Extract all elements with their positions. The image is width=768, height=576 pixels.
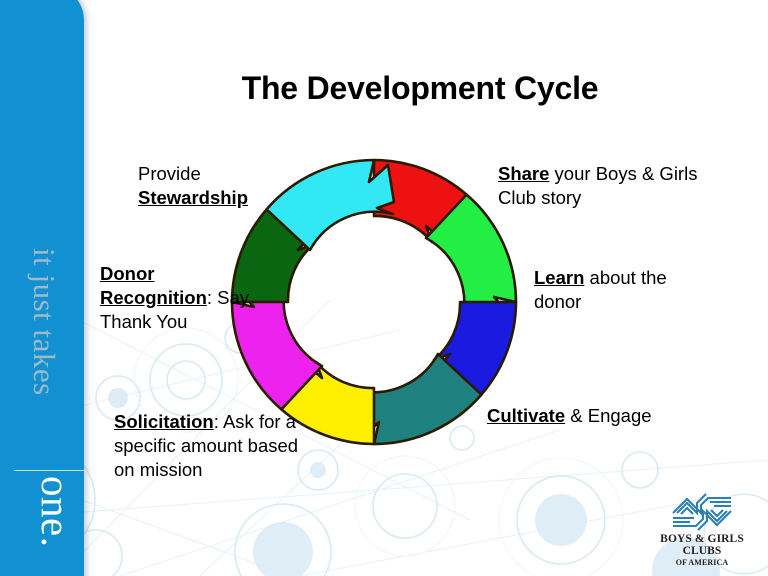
page-title: The Development Cycle — [241, 70, 599, 106]
sidebar-word-one: one. — [33, 476, 79, 548]
label-share: Share your Boys & Girls Club story — [498, 162, 698, 210]
sidebar-divider — [14, 470, 84, 471]
label-solicit-emphasis: Solicitation — [114, 411, 214, 432]
label-stewardship-prefix: Provide — [138, 163, 201, 184]
logo-line-2: OF AMERICA — [675, 558, 729, 567]
label-donor-emphasis: Donor Recognition — [100, 263, 207, 309]
label-stewardship: Provide Stewardship — [138, 162, 308, 210]
label-cultivate-suffix: & Engage — [565, 405, 652, 426]
label-stewardship-emphasis: Stewardship — [138, 187, 248, 209]
label-share-emphasis: Share — [498, 163, 550, 184]
cycle-segment-cyan — [265, 158, 396, 252]
sidebar-panel: it just takes one. — [0, 0, 84, 576]
sidebar-content: it just takes one. — [0, 0, 84, 576]
logo-wordmark: BOYS & GIRLS CLUBS OF AMERICA — [646, 533, 758, 567]
label-cultivate-emphasis: Cultivate — [487, 405, 566, 426]
label-donor-recognition: Donor Recognition: Say Thank You — [100, 262, 265, 334]
label-learn: Learn about the donor — [534, 266, 709, 314]
label-learn-emphasis: Learn — [534, 267, 585, 288]
sidebar-tagline: it just takes — [27, 248, 62, 396]
boys-girls-clubs-logo: BOYS & GIRLS CLUBS OF AMERICA — [646, 492, 758, 567]
bgca-mark-icon — [672, 493, 732, 531]
development-cycle-diagram — [230, 158, 518, 446]
label-learn-suffix: about the donor — [534, 267, 667, 313]
logo-line-1: BOYS & GIRLS CLUBS — [660, 533, 744, 557]
label-solicitation: Solicitation: Ask for a specific amount … — [114, 410, 304, 482]
label-cultivate: Cultivate & Engage — [487, 404, 702, 428]
label-share-suffix: your Boys & Girls Club story — [498, 163, 698, 209]
